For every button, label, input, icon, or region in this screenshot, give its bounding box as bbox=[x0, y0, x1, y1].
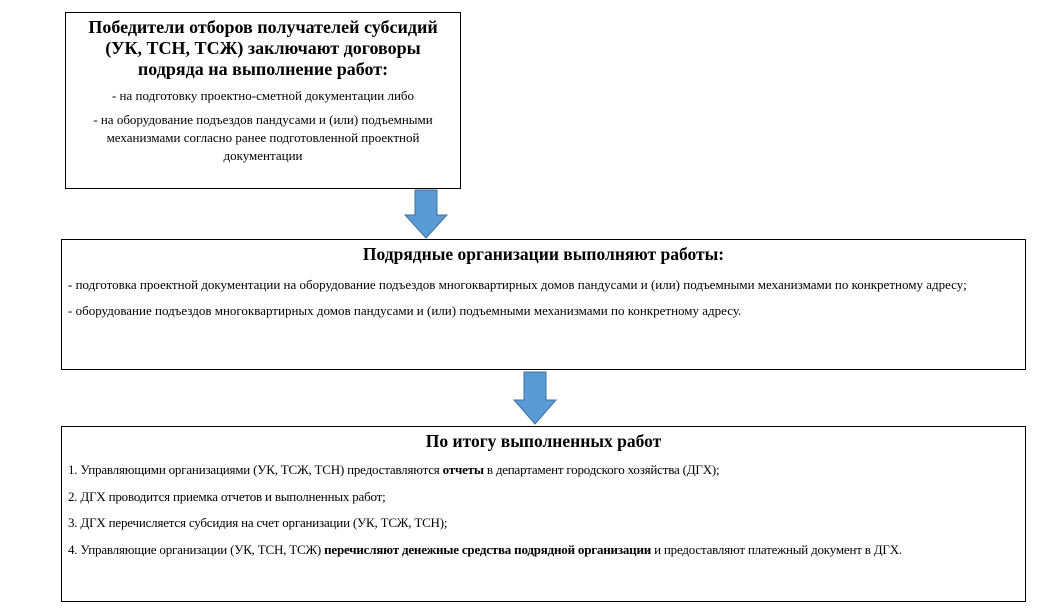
bold-text: отчеты bbox=[442, 462, 484, 477]
text: и предоставляют платежный документ в ДГХ… bbox=[651, 541, 902, 557]
contract-step-title: Победители отборов получателей субсидий … bbox=[88, 17, 438, 79]
bold-text: перечисляют денежные средства подрядной … bbox=[324, 541, 652, 557]
contract-step-box: Победители отборов получателей субсидий … bbox=[65, 12, 461, 189]
text: 4. Управляющие организации (УК, ТСН, ТСЖ… bbox=[68, 541, 325, 557]
down-arrow-icon bbox=[404, 189, 448, 239]
result-item-4: 4. Управляющие организации (УК, ТСН, ТСЖ… bbox=[68, 541, 1019, 559]
results-box: По итогу выполненных работ 1. Управляющи… bbox=[61, 426, 1026, 602]
work-item: - оборудование подъездов многоквартирных… bbox=[68, 303, 742, 318]
contractor-work-box: Подрядные организации выполняют работы: … bbox=[61, 239, 1026, 370]
text: в департамент городского хозяйства (ДГХ)… bbox=[483, 462, 720, 477]
results-title: По итогу выполненных работ bbox=[425, 431, 662, 451]
contractor-work-title: Подрядные организации выполняют работы: bbox=[362, 244, 725, 264]
work-item: - подготовка проектной документации на о… bbox=[68, 277, 967, 292]
contract-item: - на оборудование подъездов пандусами и … bbox=[93, 112, 433, 163]
down-arrow-icon bbox=[513, 371, 557, 425]
contract-item: - на подготовку проектно-сметной докумен… bbox=[111, 88, 415, 103]
text: 1. Управляющими организациями (УК, ТСЖ, … bbox=[68, 462, 443, 477]
result-item-1: 1. Управляющими организациями (УК, ТСЖ, … bbox=[68, 461, 1019, 479]
result-item-2: 2. ДГХ проводится приемка отчетов и выпо… bbox=[68, 488, 386, 504]
result-item-3: 3. ДГХ перечисляется субсидия на счет ор… bbox=[68, 515, 448, 530]
